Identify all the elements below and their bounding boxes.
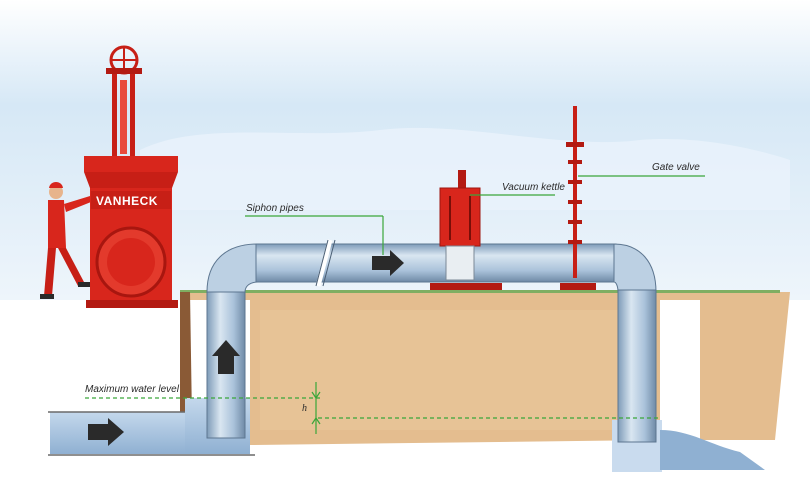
height-symbol: h [302, 403, 307, 414]
vacuum-kettle-label: Vacuum kettle [502, 182, 565, 193]
gate-valve-label: Gate valve [652, 162, 700, 173]
max-water-level-label: Maximum water level [85, 384, 180, 395]
brand-label: VANHECK [96, 194, 158, 208]
siphon-pipe-horizontal [256, 244, 616, 282]
siphon-pipes-label: Siphon pipes [246, 203, 304, 214]
grass-line [180, 290, 780, 293]
soil-texture [260, 310, 650, 430]
siphon-pipe-right-downcomer [618, 290, 656, 442]
